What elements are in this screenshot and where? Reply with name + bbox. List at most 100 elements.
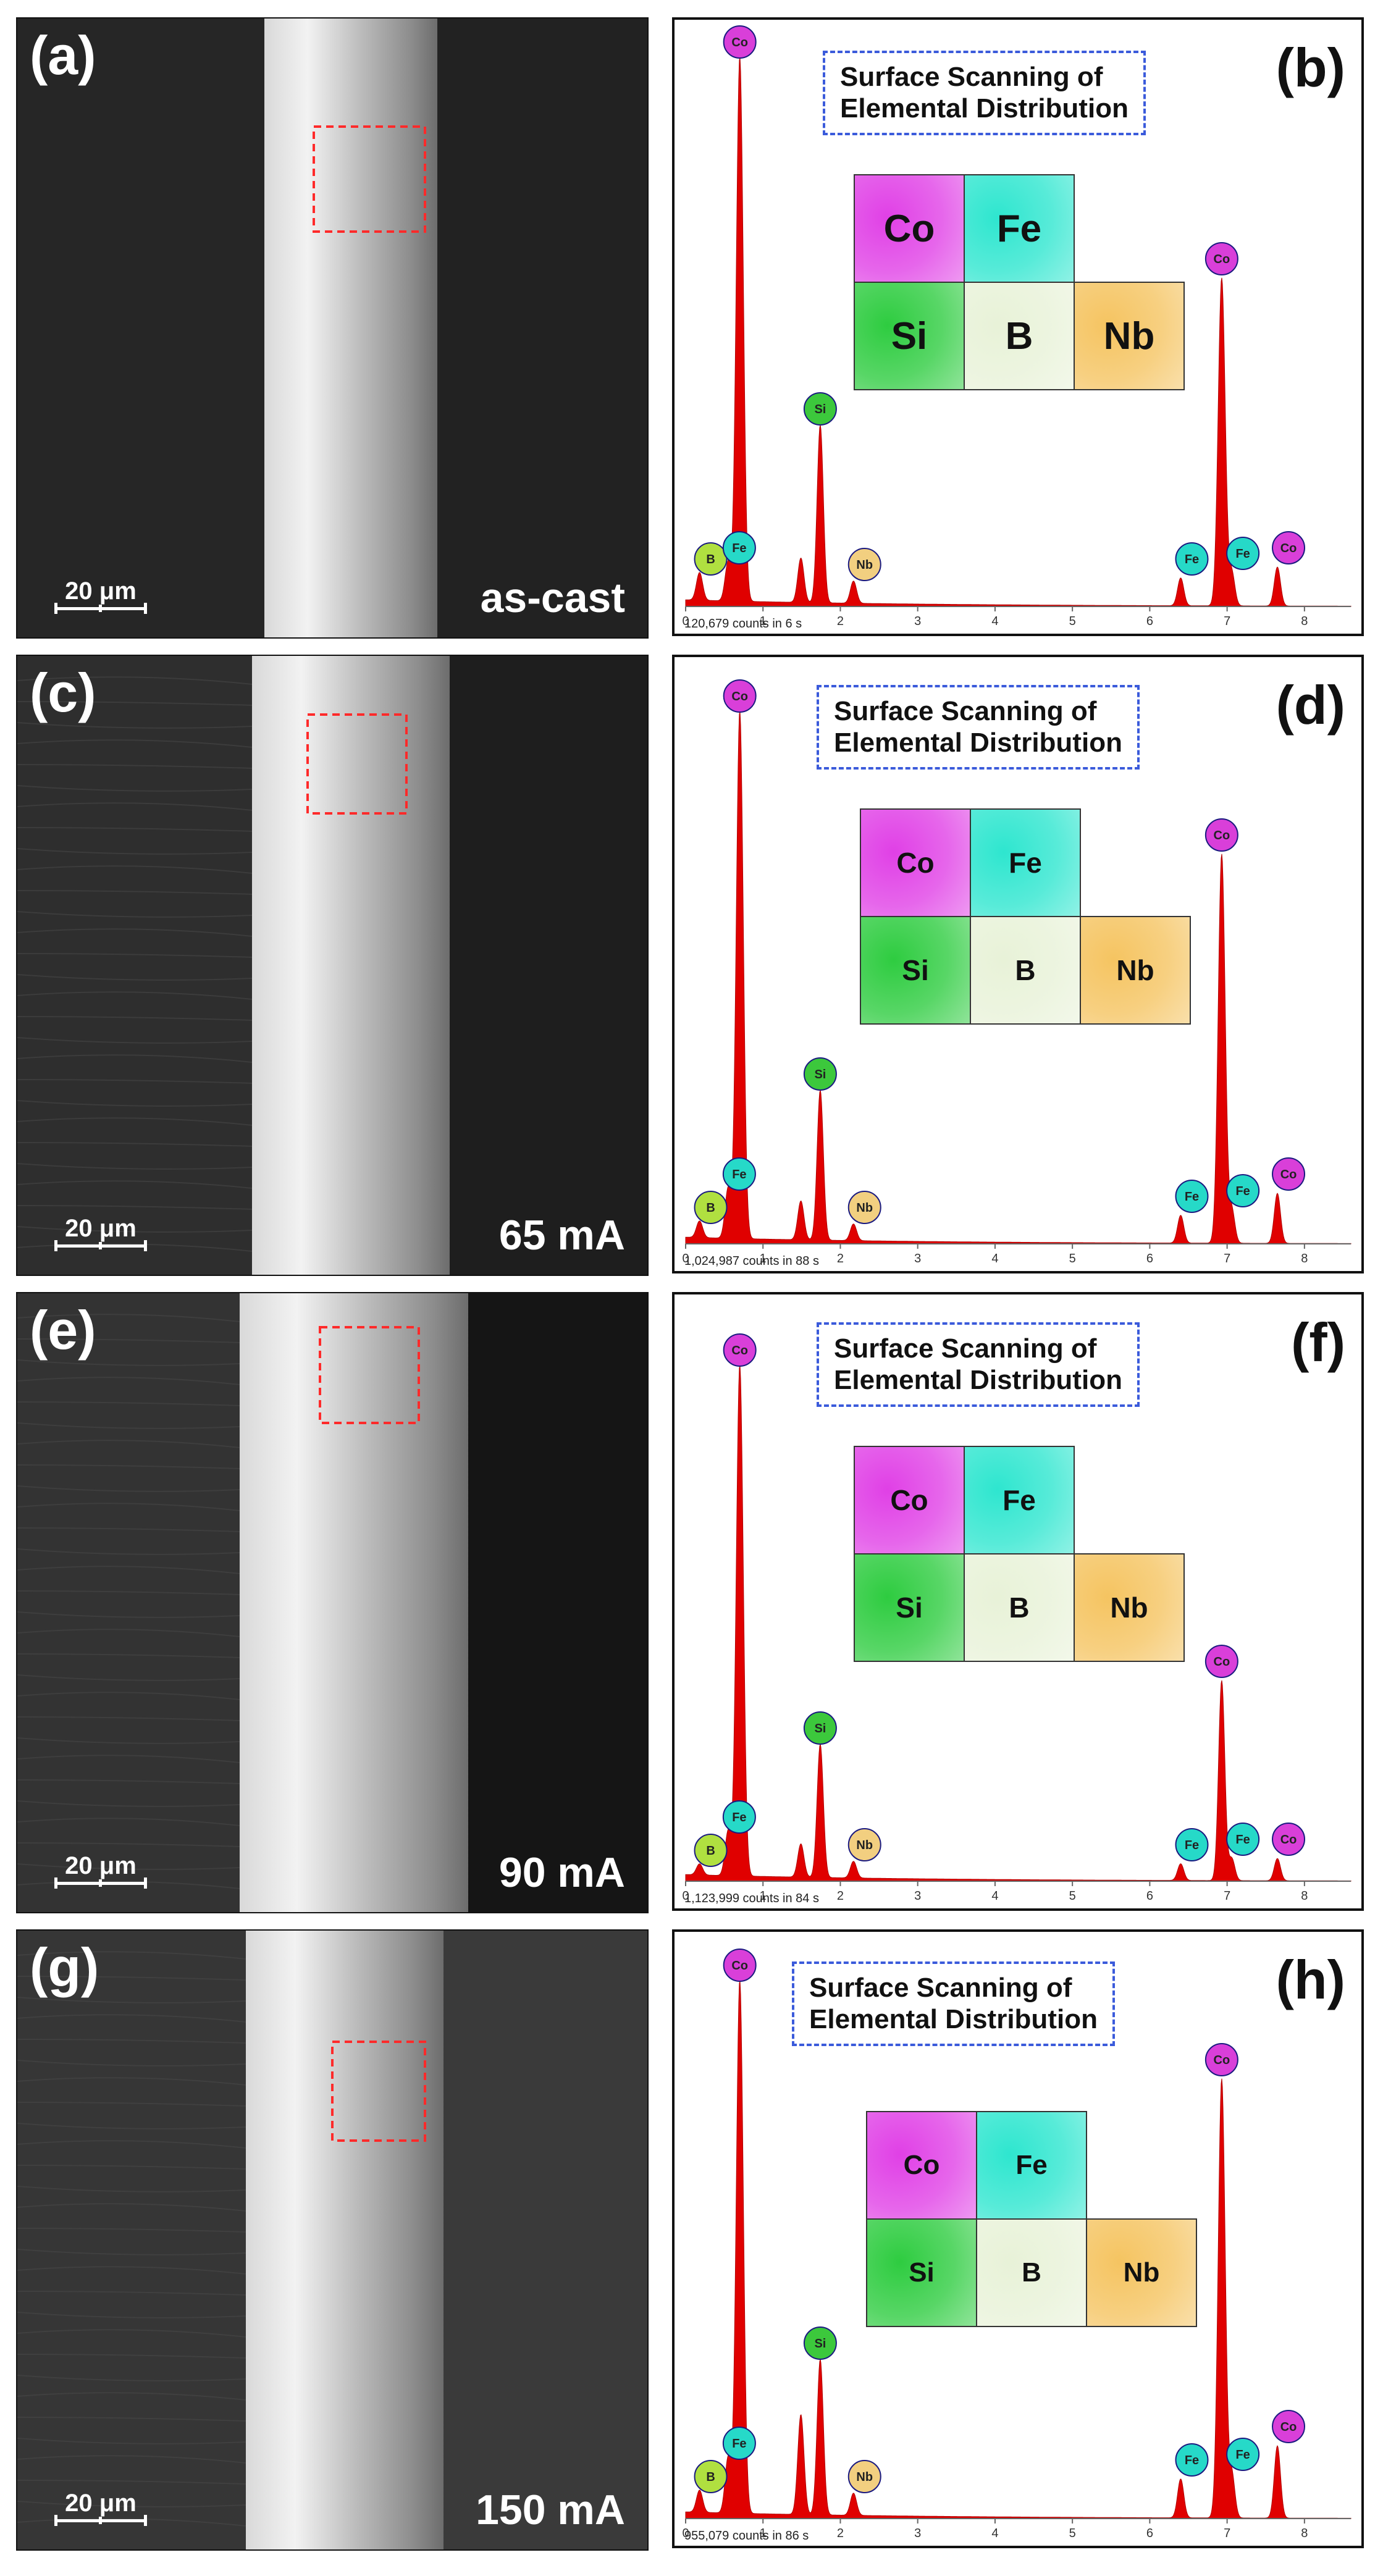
peak-marker-circle xyxy=(722,1157,756,1191)
scale-bar-line xyxy=(54,603,147,614)
peak-marker-fe: Fe xyxy=(1226,1174,1260,1207)
peak-label: Fe xyxy=(732,1168,746,1181)
sem-texture-line xyxy=(17,1881,240,1889)
sem-texture-line xyxy=(17,2354,246,2359)
peak-marker-si: Si xyxy=(803,2326,837,2360)
x-tick-label: 4 xyxy=(991,1252,998,1265)
sem-texture-line xyxy=(17,2455,246,2464)
peak-marker-circle xyxy=(1204,818,1238,852)
sem-background-left xyxy=(17,656,252,1275)
peak-label: Si xyxy=(814,1722,826,1735)
peak-marker-nb: Nb xyxy=(847,1191,881,1224)
scale-bar: 20 μm xyxy=(54,577,147,614)
sem-texture-line xyxy=(17,2165,246,2170)
x-tick-label: 0 xyxy=(682,1252,689,1265)
sem-texture-line xyxy=(17,1016,253,1021)
sem-texture-line xyxy=(17,701,253,706)
peak-marker-circle xyxy=(1226,1823,1260,1856)
x-tick-label: 4 xyxy=(991,615,998,628)
peak-marker-co: Co xyxy=(723,25,757,59)
sem-texture-line xyxy=(17,1503,240,1511)
counts-label: 1,123,999 counts in 84 s xyxy=(684,1892,819,1905)
x-tick-label: 0 xyxy=(682,2527,689,2540)
peak-label: Si xyxy=(814,403,826,416)
x-tick-label: 1 xyxy=(760,1252,767,1265)
sem-texture-line xyxy=(17,676,253,685)
sem-texture-line xyxy=(17,911,253,918)
element-map-nb: Nb xyxy=(1074,282,1185,390)
x-tick-label: 4 xyxy=(991,1889,998,1903)
peak-label: Co xyxy=(1214,829,1230,842)
sem-texture-line xyxy=(17,1338,240,1343)
sem-texture-line xyxy=(17,2392,246,2401)
scale-bar: 20 μm xyxy=(54,1215,147,1251)
peak-marker-circle xyxy=(847,1191,881,1224)
panel-label: (f) xyxy=(1291,1312,1345,1373)
title-line-2: Elemental Distribution xyxy=(834,1364,1122,1395)
scale-bar-label: 20 μm xyxy=(65,577,137,605)
x-tick-label: 1 xyxy=(760,615,767,628)
sem-texture-line xyxy=(17,2102,246,2107)
panel-label: (d) xyxy=(1276,674,1345,736)
sem-texture-line xyxy=(17,1100,253,1107)
x-tick-label: 6 xyxy=(1146,1252,1153,1265)
peak-label: Co xyxy=(731,690,748,703)
title-line-2: Elemental Distribution xyxy=(840,93,1129,124)
sem-texture-line xyxy=(17,1653,240,1658)
peak-marker-circle xyxy=(1272,531,1306,564)
x-tick-label: 6 xyxy=(1146,615,1153,628)
peak-marker-co: Co xyxy=(1272,2410,1306,2443)
peak-marker-circle xyxy=(803,2326,837,2360)
peak-marker-circle xyxy=(1175,2443,1209,2477)
peak-label: Fe xyxy=(1185,1839,1199,1852)
sem-texture-line xyxy=(17,974,253,981)
sem-texture-line xyxy=(17,1205,253,1210)
peak-marker-circle xyxy=(1226,537,1260,570)
counts-label: 120,679 counts in 6 s xyxy=(684,617,802,631)
scale-bar-label: 20 μm xyxy=(65,1215,137,1242)
peak-label: Co xyxy=(731,36,748,49)
peak-marker-co: Co xyxy=(1272,1157,1306,1191)
sem-texture-line xyxy=(17,1226,253,1233)
x-tick-label: 5 xyxy=(1069,1252,1076,1265)
sem-background-right xyxy=(443,1931,647,2549)
peak-marker-nb: Nb xyxy=(847,2460,881,2493)
sem-texture-line xyxy=(17,1037,253,1044)
peak-marker-co: Co xyxy=(1272,1823,1306,1856)
sem-texture-line xyxy=(17,1779,240,1784)
sem-texture-line xyxy=(17,2480,246,2485)
peak-marker-fe: Fe xyxy=(722,531,756,564)
spectrum-area xyxy=(685,711,1351,1244)
sem-texture-line xyxy=(17,1243,253,1252)
sem-texture-line xyxy=(17,2291,246,2296)
sem-texture-line xyxy=(17,1314,240,1322)
peak-marker-circle xyxy=(722,1800,756,1834)
x-tick-label: 1 xyxy=(760,1889,767,1903)
peak-marker-circle xyxy=(1175,1828,1209,1861)
sem-texture-line xyxy=(17,2518,246,2527)
peak-marker-co: Co xyxy=(1204,2043,1238,2076)
condition-label: 65 mA xyxy=(498,1212,625,1259)
x-tick-label: 4 xyxy=(991,2527,998,2540)
peak-marker-circle xyxy=(722,531,756,564)
peak-marker-circle xyxy=(1204,242,1238,275)
sem-texture-line xyxy=(17,991,253,1000)
element-map-si: Si xyxy=(866,2218,977,2327)
peak-marker-b: B xyxy=(694,1191,728,1224)
scale-bar: 20 μm xyxy=(54,2491,147,2526)
peak-marker-co: Co xyxy=(1204,1645,1238,1678)
counts-label: 1,024,987 counts in 88 s xyxy=(684,1254,819,1268)
panel-label: (c) xyxy=(30,662,96,723)
peak-marker-fe: Fe xyxy=(1175,2443,1209,2477)
x-tick-label: 5 xyxy=(1069,2527,1076,2540)
element-map-nb: Nb xyxy=(1080,916,1191,1025)
x-tick-label: 8 xyxy=(1301,615,1308,628)
x-tick-label: 3 xyxy=(914,1889,921,1903)
sem-texture-line xyxy=(17,764,253,769)
